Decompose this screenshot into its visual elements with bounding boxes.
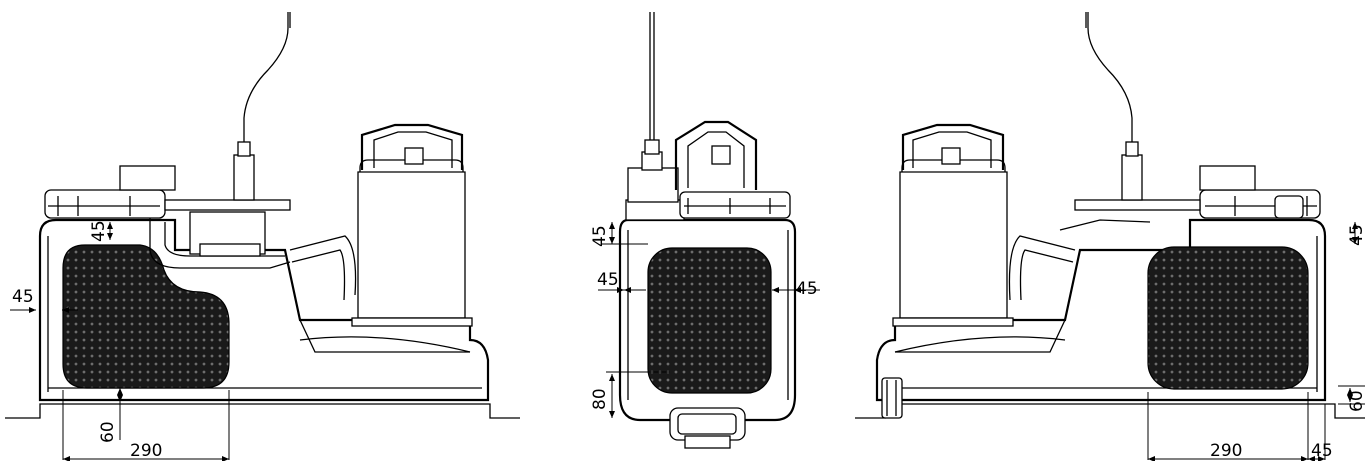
middle-dim-top: 45 <box>590 225 610 247</box>
right-dim-side: 45 <box>1311 441 1333 461</box>
level-sensor <box>233 154 255 201</box>
pump-motor <box>351 123 473 327</box>
middle-dim-left: 45 <box>597 270 619 290</box>
mesh-area <box>62 244 230 389</box>
middle-dim-right: 45 <box>796 279 818 299</box>
floor-line-right <box>855 403 1365 419</box>
left-view: 45 45 60 290 <box>5 12 520 461</box>
left-dim-side: 45 <box>12 287 34 307</box>
right-dim-top: 45 <box>1347 224 1365 246</box>
right-view: 45 60 290 45 <box>855 12 1365 461</box>
sensor-cable <box>243 12 289 142</box>
left-dim-top: 45 <box>89 220 109 242</box>
discharge-pipe <box>149 218 291 269</box>
floor-line <box>5 403 520 419</box>
tank-outline-middle <box>618 218 797 422</box>
mesh-area-right <box>1147 246 1309 390</box>
sensor-cable-middle <box>649 12 655 140</box>
middle-view: 45 45 45 80 <box>590 12 820 449</box>
right-dim-width: 290 <box>1210 441 1242 461</box>
cover-plate <box>164 199 291 211</box>
right-dim-bottom: 60 <box>1347 390 1365 412</box>
left-dim-width: 290 <box>130 441 162 461</box>
mesh-area-middle <box>647 247 772 394</box>
middle-dim-bottom: 80 <box>590 388 610 410</box>
sensor-cable-right <box>1087 12 1133 142</box>
left-dim-bottom: 60 <box>98 421 118 443</box>
lid <box>44 189 166 219</box>
